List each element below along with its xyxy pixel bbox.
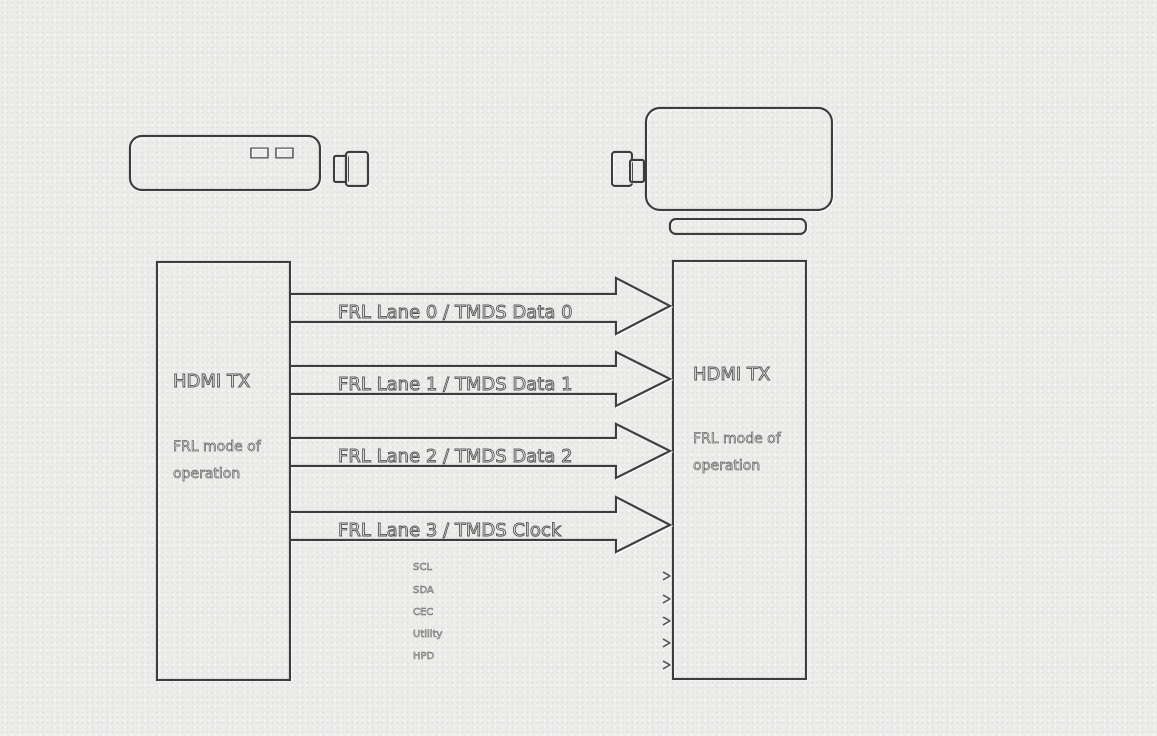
cec-label: CEC (413, 607, 433, 618)
source-block-title: HDMI TX (173, 371, 250, 392)
hpd-line (290, 660, 672, 670)
source-block-subtitle-line2: operation (173, 466, 240, 482)
sink-block-subtitle-line1: FRL mode of (693, 431, 782, 447)
lane-0-arrow (290, 276, 673, 336)
sda-line (290, 594, 672, 604)
sink-hdmi-block (671, 259, 808, 681)
sda-label: SDA (413, 585, 434, 596)
lane-2-label: FRL Lane 2 / TMDS Data 2 (338, 446, 573, 467)
lane-1-arrow (290, 350, 673, 408)
utility-label: Utility (413, 629, 442, 640)
source-block-subtitle-line1: FRL mode of (173, 439, 262, 455)
hdmi-cable-icon (332, 150, 646, 188)
cec-line (290, 616, 672, 626)
scl-line (290, 571, 672, 581)
lane-3-label: FRL Lane 3 / TMDS Clock (338, 520, 562, 541)
sink-block-subtitle-line2: operation (693, 458, 760, 474)
source-hdmi-tx-block (155, 260, 292, 682)
lane-1-label: FRL Lane 1 / TMDS Data 1 (338, 374, 573, 395)
lane-2-arrow (290, 422, 673, 480)
scl-label: SCL (413, 562, 432, 573)
sink-block-title: HDMI TX (693, 364, 770, 385)
hpd-label: HPD (413, 651, 435, 662)
utility-line (290, 638, 672, 648)
lane-3-arrow (290, 495, 673, 554)
lane-0-label: FRL Lane 0 / TMDS Data 0 (338, 302, 573, 323)
source-device-icon (128, 134, 322, 192)
display-device-icon (644, 106, 834, 236)
